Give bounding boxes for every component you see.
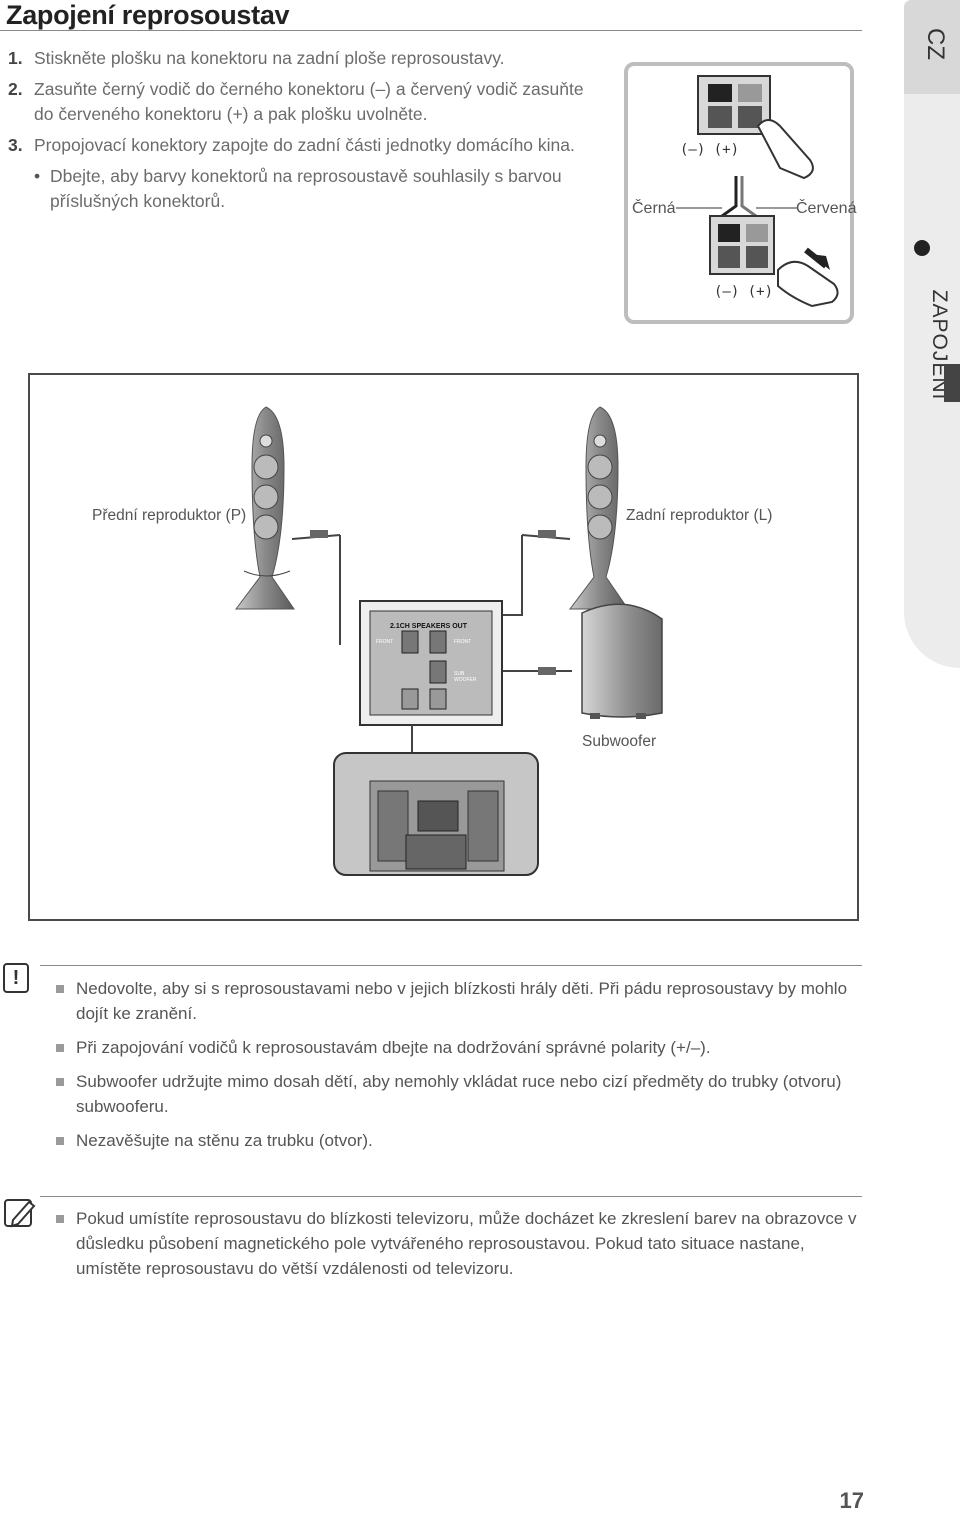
rear-speaker-label: Zadní reproduktor (L): [626, 507, 773, 524]
step-2: 2. Zasuňte černý vodič do černého konekt…: [8, 77, 604, 127]
instruction-steps: 1. Stiskněte plošku na konektoru na zadn…: [8, 46, 604, 220]
step-3: 3. Propojovací konektory zapojte do zadn…: [8, 133, 604, 158]
bullet-text: Dbejte, aby barvy konektorů na reprosous…: [50, 166, 562, 211]
caution-item: Při zapojování vodičů k reprosoustavám d…: [56, 1035, 862, 1060]
page-title: Zapojení reprosoustav: [6, 0, 290, 30]
bullet-dot-icon: •: [34, 166, 41, 186]
square-bullet-icon: [56, 1044, 64, 1052]
caution-item: Nezavěšujte na stěnu za trubku (otvor).: [56, 1128, 862, 1153]
note-item: Pokud umístíte reprosoustavu do blízkost…: [56, 1206, 862, 1281]
connector-inset: (–) (+) Černá Červená (–) (+): [624, 62, 857, 324]
step-text: Stiskněte plošku na konektoru na zadní p…: [34, 48, 505, 68]
diagram-illustration: [235, 406, 663, 876]
caution-item: Subwoofer udržujte mimo dosah dětí, aby …: [56, 1069, 862, 1119]
caution-list: Nedovolte, aby si s reprosoustavami nebo…: [56, 976, 862, 1162]
black-wire-label: Černá: [632, 200, 676, 217]
language-tab: CZ: [904, 0, 960, 94]
polarity-top: (–) (+): [680, 142, 740, 158]
red-wire-label: Červená: [796, 200, 857, 217]
step-number: 1.: [8, 48, 23, 68]
page-number: 17: [839, 1488, 864, 1513]
section-marker: [944, 364, 960, 402]
panel-front-right: FRONT: [454, 639, 472, 645]
square-bullet-icon: [56, 1215, 64, 1223]
title-rule: [0, 30, 862, 31]
panel-title: 2.1CH SPEAKERS OUT: [390, 623, 468, 630]
square-bullet-icon: [56, 1137, 64, 1145]
side-tab: [904, 0, 960, 668]
subwoofer-icon: [581, 603, 663, 719]
subwoofer-label: Subwoofer: [582, 733, 657, 750]
note-rule: [40, 1196, 862, 1197]
step-bullet: • Dbejte, aby barvy konektorů na reproso…: [8, 164, 604, 214]
caution-item: Nedovolte, aby si s reprosoustavami nebo…: [56, 976, 862, 1026]
step-number: 3.: [8, 135, 23, 155]
note-list: Pokud umístíte reprosoustavu do blízkost…: [56, 1206, 862, 1290]
step-text: Propojovací konektory zapojte do zadní č…: [34, 135, 575, 155]
front-speaker-icon: [235, 406, 295, 610]
step-text: Zasuňte černý vodič do černého konektoru…: [34, 79, 584, 124]
step-number: 2.: [8, 79, 23, 99]
connection-diagram: Přední reproduktor (P) Zadní reproduktor…: [28, 373, 859, 921]
panel-front-left: FRONT: [376, 639, 394, 645]
rear-speaker-icon: [569, 406, 629, 610]
square-bullet-icon: [56, 985, 64, 993]
caution-rule: [40, 965, 862, 966]
note-pen-icon: [4, 1199, 36, 1228]
square-bullet-icon: [56, 1078, 64, 1086]
front-speaker-label: Přední reproduktor (P): [92, 507, 247, 524]
section-dot-icon: [914, 240, 930, 256]
polarity-bottom: (–) (+): [714, 284, 774, 300]
step-1: 1. Stiskněte plošku na konektoru na zadn…: [8, 46, 604, 71]
connector-illustration: [676, 75, 839, 308]
panel-subwoofer: SUB WOOFER: [454, 671, 477, 683]
language-label: CZ: [922, 28, 949, 60]
caution-icon: !: [3, 963, 29, 993]
